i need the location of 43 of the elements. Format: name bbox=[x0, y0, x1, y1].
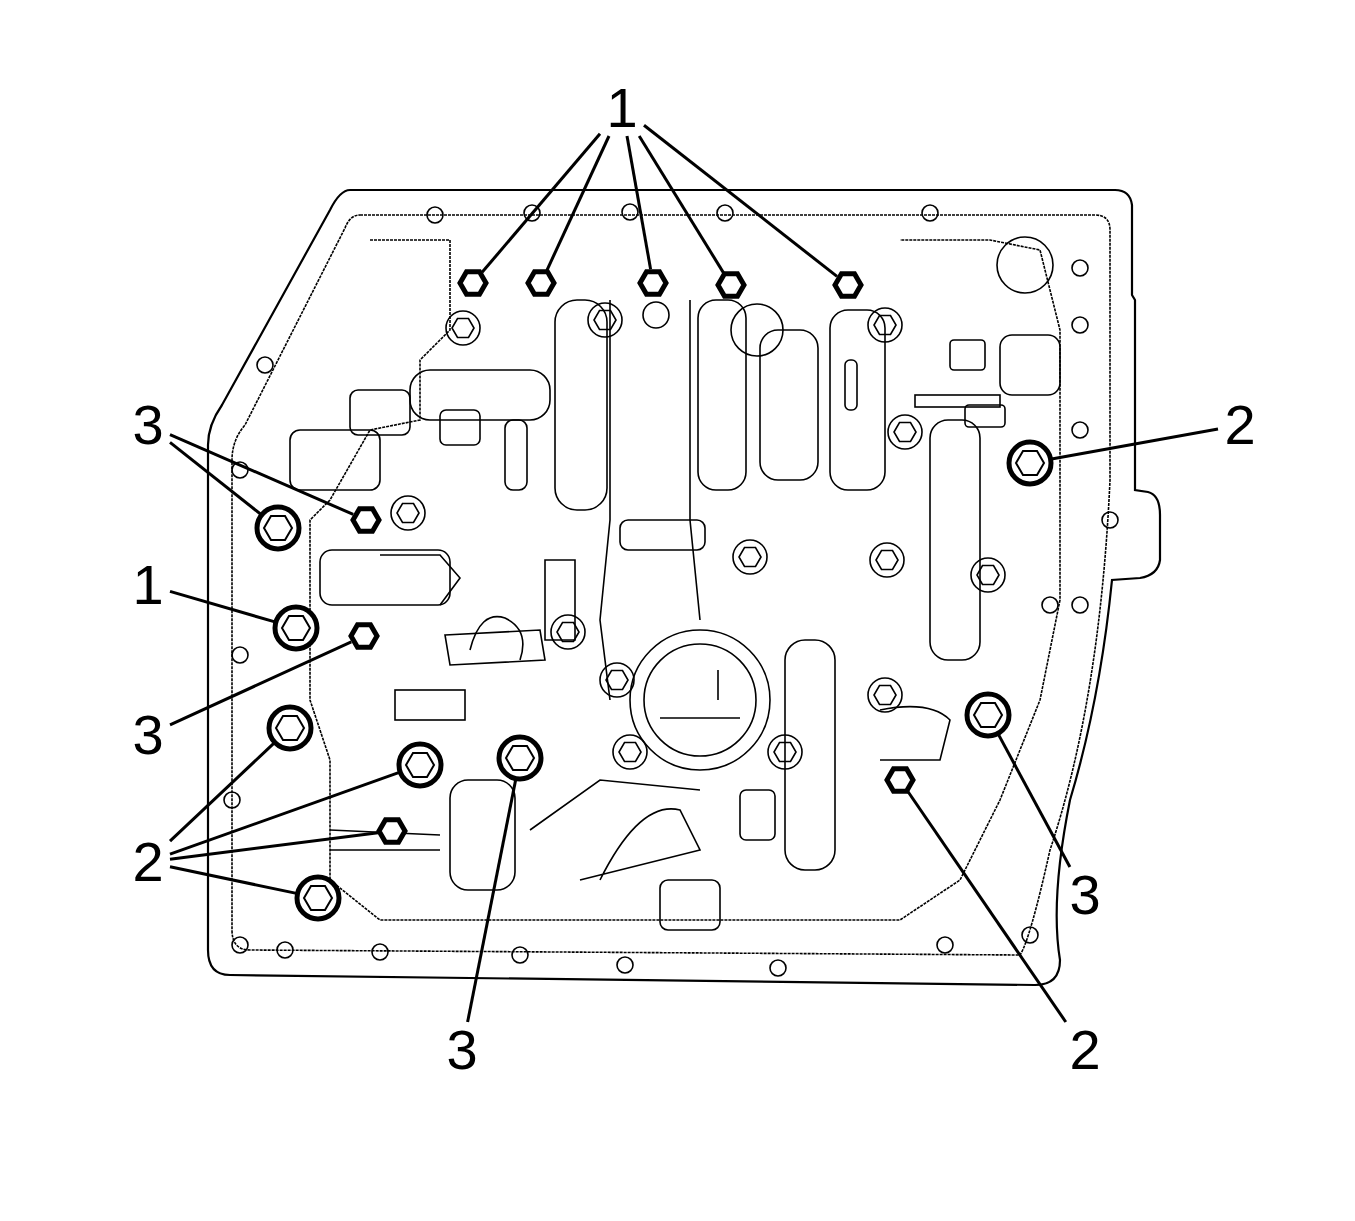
leader-line bbox=[169, 441, 262, 516]
bolt-with-washer bbox=[272, 604, 320, 652]
hex-bolt bbox=[525, 267, 557, 299]
leader-line bbox=[480, 132, 602, 274]
callout-number: 2 bbox=[1218, 397, 1262, 453]
bolt-with-washer bbox=[396, 741, 444, 789]
hex-bolt bbox=[832, 269, 864, 301]
callout-number: 3 bbox=[126, 397, 170, 453]
hex-bolt bbox=[376, 815, 408, 847]
leader-line bbox=[169, 433, 354, 516]
callout-number: 3 bbox=[440, 1022, 484, 1078]
bolt-with-washer bbox=[294, 874, 342, 922]
bolt-with-washer bbox=[496, 734, 544, 782]
callout-number: 2 bbox=[126, 834, 170, 890]
leader-line bbox=[169, 831, 379, 861]
callout-number: 2 bbox=[1063, 1022, 1107, 1078]
callout-number: 3 bbox=[126, 707, 170, 763]
leader-line bbox=[169, 589, 276, 624]
hex-bolt bbox=[884, 764, 916, 796]
leader-line bbox=[169, 640, 352, 727]
bolt-with-washer bbox=[266, 704, 314, 752]
leader-line bbox=[997, 733, 1072, 868]
leader-line bbox=[545, 135, 611, 271]
callout-number: 1 bbox=[600, 80, 644, 136]
callout-number: 3 bbox=[1063, 867, 1107, 923]
bolt-with-washer bbox=[1006, 439, 1054, 487]
callout-number: 1 bbox=[126, 557, 170, 613]
bolt-with-washer bbox=[254, 504, 302, 552]
bolt-with-washer bbox=[964, 691, 1012, 739]
leader-line bbox=[466, 779, 518, 1023]
leader-line bbox=[169, 865, 297, 895]
hex-bolt bbox=[457, 267, 489, 299]
leader-line bbox=[168, 742, 276, 843]
hex-bolt bbox=[715, 269, 747, 301]
hex-bolt bbox=[637, 267, 669, 299]
leader-line bbox=[625, 135, 653, 270]
leader-line bbox=[637, 135, 725, 274]
leader-line bbox=[1051, 427, 1219, 461]
leader-line bbox=[906, 790, 1068, 1023]
leader-line bbox=[643, 124, 838, 278]
leader-line bbox=[169, 771, 400, 856]
hex-bolt bbox=[350, 504, 382, 536]
hex-bolt bbox=[348, 620, 380, 652]
